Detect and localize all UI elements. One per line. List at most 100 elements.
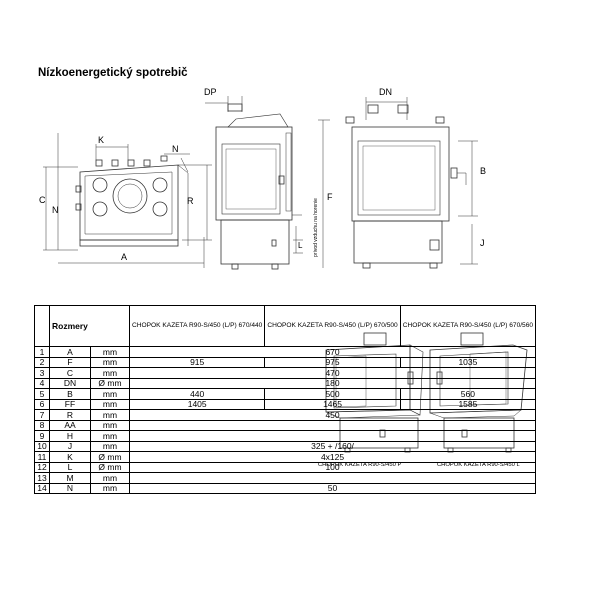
row-symbol: R [49,409,91,421]
row-number: 7 [34,409,50,421]
row-value: 975 [264,356,401,368]
row-value: 1465 [264,398,401,410]
row-value: 50 [128,482,537,494]
row-number: 1 [34,346,50,358]
row-symbol: A [49,346,91,358]
table-row: 7 R mm 450 [34,409,537,421]
label-k: K [98,135,104,145]
row-value: 325 + /160/ [128,440,537,452]
table-row: 11 K Ø mm 4x125 [34,451,537,463]
row-value: 1405 [128,398,266,410]
row-unit: mm [90,419,130,431]
table-row: 13 M mm [34,472,537,484]
row-unit: mm [90,482,130,494]
row-unit: mm [90,440,130,452]
row-symbol: J [49,440,91,452]
header-rozmery: Rozmery [49,305,130,347]
table-row: 2 F mm 915 975 1035 [34,356,537,368]
label-r: R [187,196,194,206]
row-number: 2 [34,356,50,368]
row-value: 180 [128,377,537,389]
row-value: 500 [264,388,401,400]
label-l: L [298,241,303,250]
row-unit: Ø mm [90,451,130,463]
row-value: 560 [399,388,537,400]
row-symbol: H [49,430,91,442]
row-symbol: M [49,472,91,484]
row-unit: Ø mm [90,377,130,389]
row-number: 5 [34,388,50,400]
row-symbol: B [49,388,91,400]
row-number: 3 [34,367,50,379]
row-value: 440 [128,388,266,400]
table-row: 14 N mm 50 [34,482,537,494]
top-view-drawing [43,133,212,268]
row-number: 4 [34,377,50,389]
row-value: 1035 [399,356,537,368]
label-f: F [327,192,333,202]
label-c: C [39,195,46,205]
page-title: Nízkoenergetický spotrebič [38,67,188,79]
label-a: A [121,252,127,262]
row-unit: mm [90,472,130,484]
row-value: 470 [128,367,537,379]
table-row: 5 B mm 440 500 560 [34,388,537,400]
row-number: 8 [34,419,50,431]
row-unit: Ø mm [90,461,130,473]
caption-chopok-l: CHOPOK KAZETA R90-S/450 L [437,462,520,468]
row-unit: mm [90,356,130,368]
label-n2: N [52,205,59,215]
row-unit: mm [90,346,130,358]
row-number: 6 [34,398,50,410]
row-number: 13 [34,472,50,484]
header-col-3: CHOPOK KAZETA R90-S/450 (L/P) 670/560 [399,305,537,347]
row-symbol: FF [49,398,91,410]
row-value [128,419,537,431]
row-number: 12 [34,461,50,473]
row-unit: mm [90,430,130,442]
table-header-row: Rozmery CHOPOK KAZETA R90-S/450 (L/P) 67… [34,305,537,347]
row-value: 670 [128,346,537,358]
row-unit: mm [90,367,130,379]
table-row: 8 AA mm [34,419,537,431]
row-symbol: F [49,356,91,368]
row-symbol: K [49,451,91,463]
row-value: 4x125 [128,451,537,463]
label-dn: DN [379,87,392,97]
dimensions-table: Rozmery CHOPOK KAZETA R90-S/450 (L/P) 67… [34,305,537,494]
row-number: 9 [34,430,50,442]
label-dp: DP [204,87,217,97]
row-unit: mm [90,409,130,421]
row-unit: mm [90,388,130,400]
row-symbol: C [49,367,91,379]
row-value: 1585 [399,398,537,410]
front-view-drawing [345,97,478,269]
row-unit: mm [90,398,130,410]
header-col-1: CHOPOK KAZETA R90-S/450 (L/P) 670/440 [128,305,266,347]
row-value: 450 [128,409,537,421]
table-row: 4 DN Ø mm 180 [34,377,537,389]
label-n: N [172,144,179,154]
row-number: 11 [34,451,50,463]
side-view-drawing [205,96,330,270]
row-symbol: AA [49,419,91,431]
caption-chopok-p: CHOPOK KAZETA R90-S/450 P [318,462,402,468]
label-air-inlet: prívod vzduchu na horenie [313,198,319,257]
table-row: 1 A mm 670 [34,346,537,358]
row-value [128,472,537,484]
label-b: B [480,166,486,176]
row-value: 915 [128,356,266,368]
row-value [128,430,537,442]
row-symbol: DN [49,377,91,389]
table-row: 6 FF mm 1405 1465 1585 [34,398,537,410]
table-row: 10 J mm 325 + /160/ [34,440,537,452]
row-symbol: N [49,482,91,494]
table-row: 9 H mm [34,430,537,442]
header-col-2: CHOPOK KAZETA R90-S/450 (L/P) 670/500 [264,305,401,347]
row-symbol: L [49,461,91,473]
row-number: 14 [34,482,50,494]
label-j: J [480,238,485,248]
table-row: 3 C mm 470 [34,367,537,379]
row-number: 10 [34,440,50,452]
